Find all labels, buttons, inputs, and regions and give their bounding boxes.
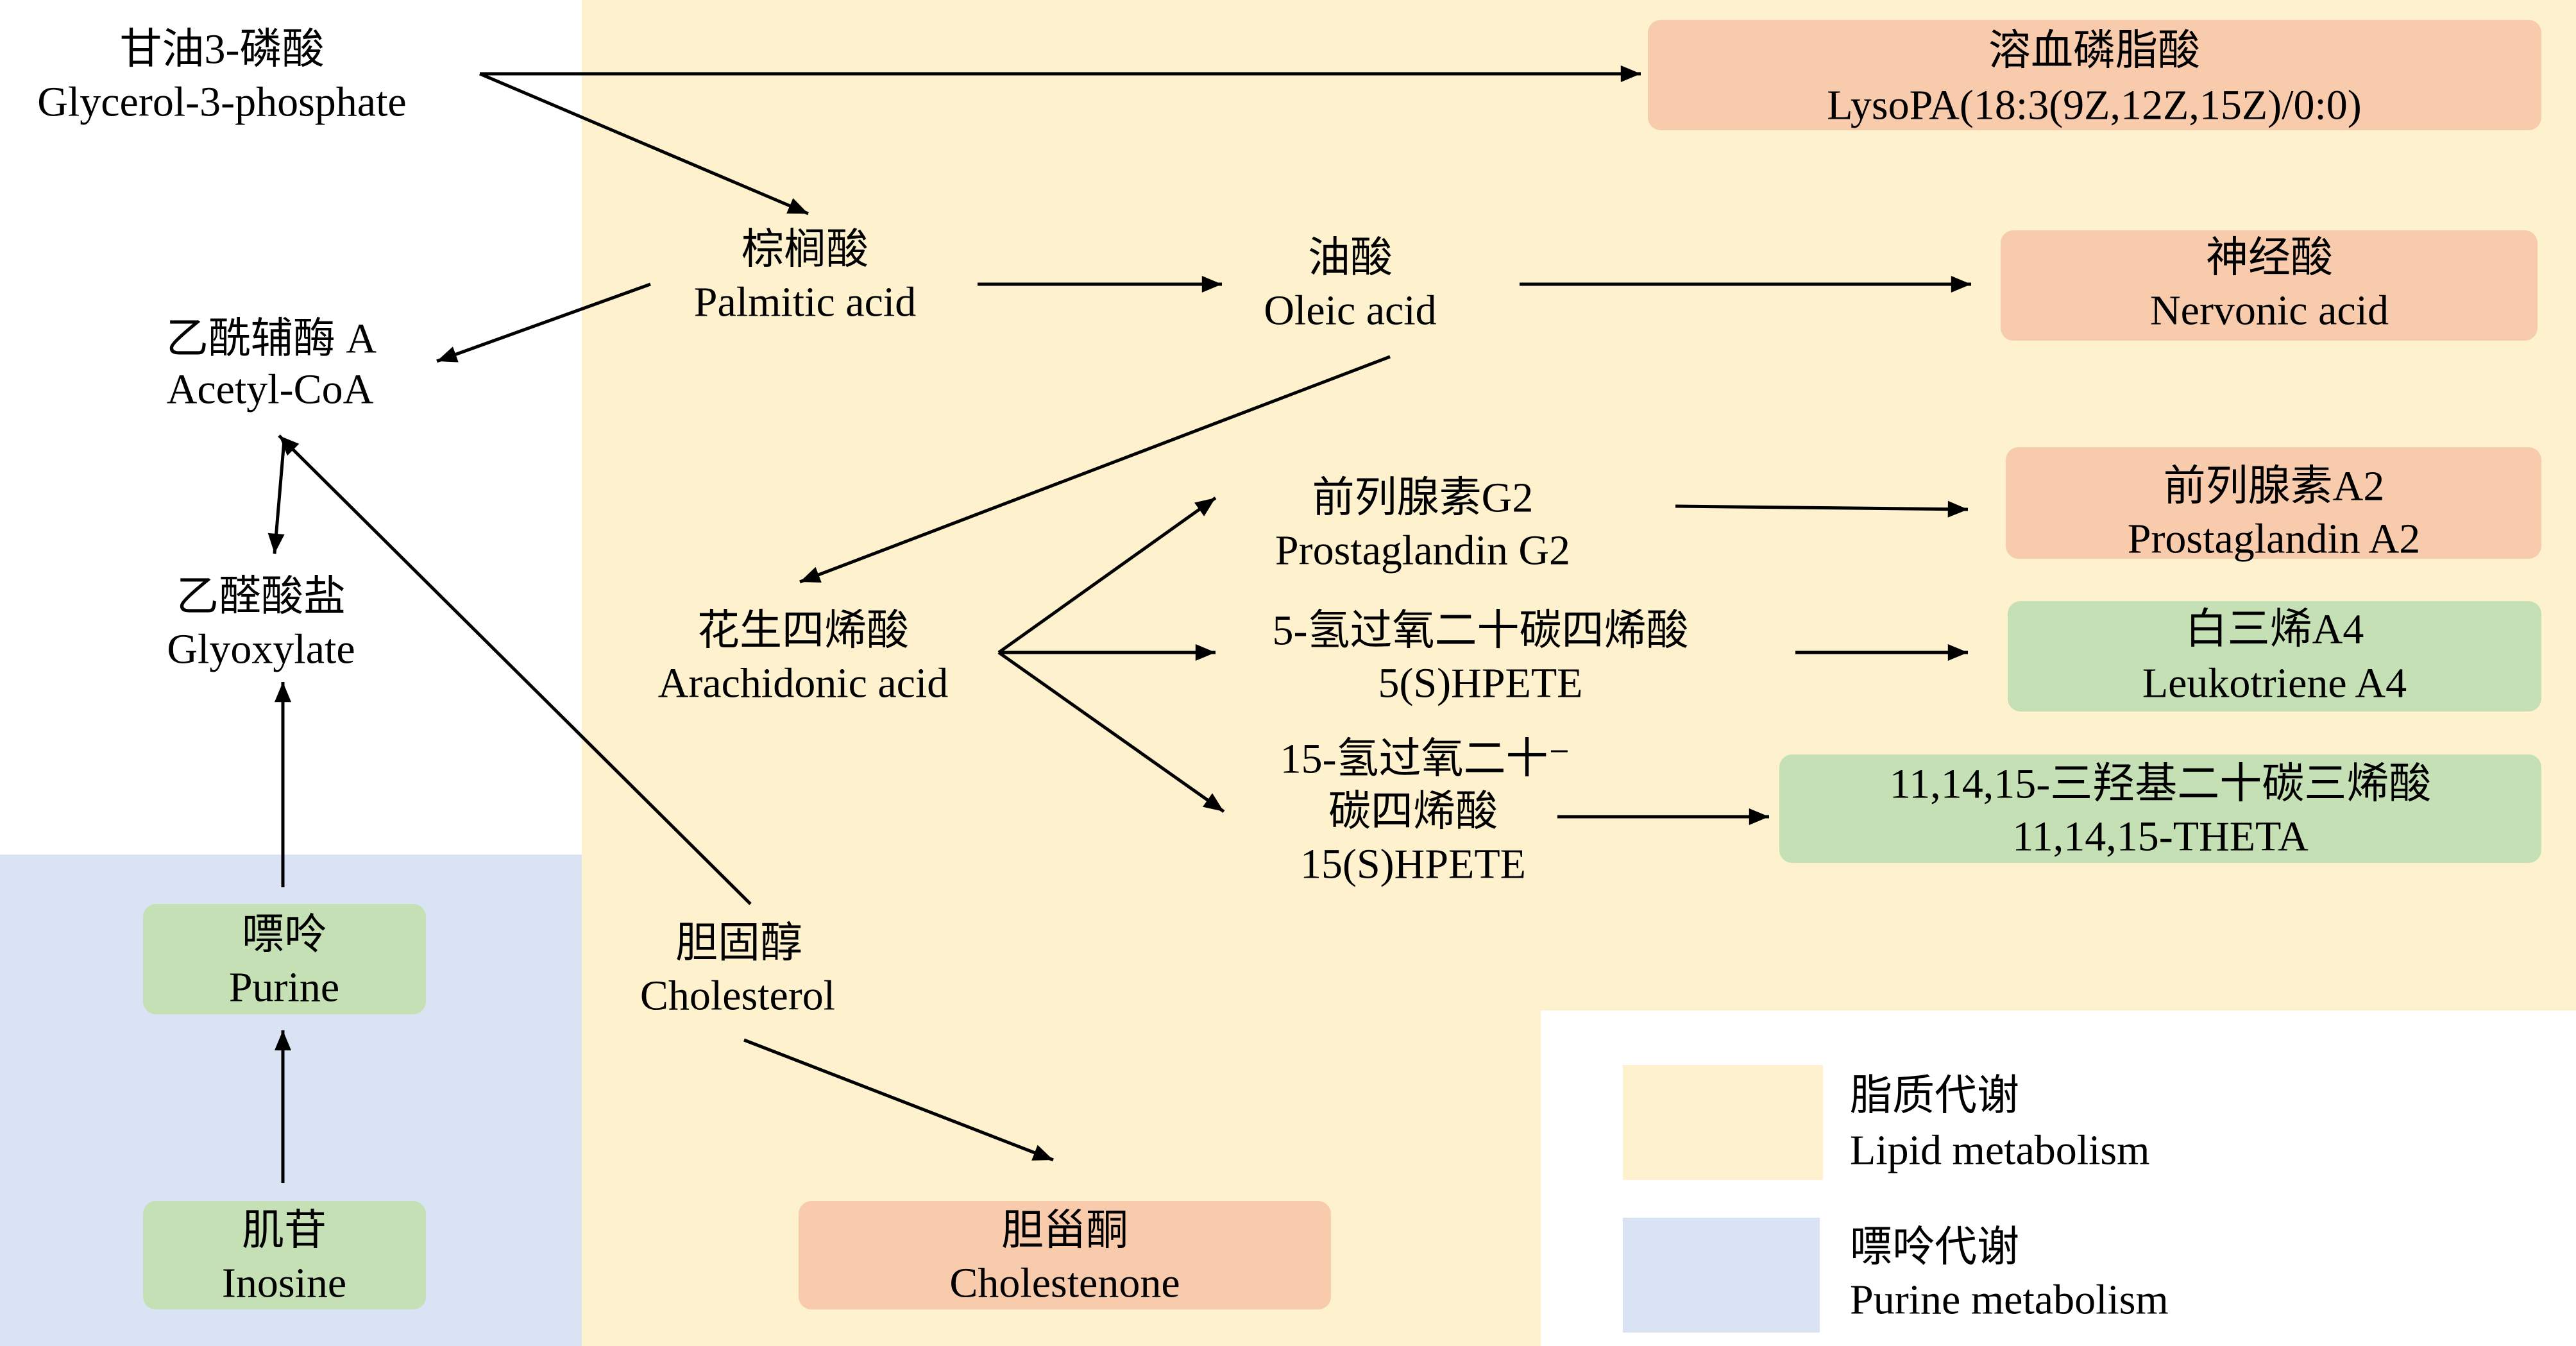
node-lysopa: 溶血磷脂酸 LysoPA(18:3(9Z,12Z,15Z)/0:0) (1827, 28, 2362, 129)
legend-swatch-lipid (1623, 1065, 1823, 1180)
theta-box (1779, 754, 2541, 863)
inosine-box (143, 1201, 426, 1309)
glyoxylate-label-zh: 乙醛酸盐 (176, 574, 346, 620)
node-leukotriene-a4: 白三烯A4 Leukotriene A4 (2142, 606, 2407, 707)
5-hpete-label-zh: 5-氢过氧二十碳四烯酸 (1273, 608, 1689, 654)
arrow-cholesterol-to-cholestenone (743, 1038, 1054, 1162)
arrow-glycerol-to-palmitic-acid (479, 72, 809, 216)
leukotriene-a4-label-en: Leukotriene A4 (2142, 660, 2407, 707)
node-prostaglandin-g2: 前列腺素G2 Prostaglandin G2 (1275, 475, 1570, 574)
cholestenone-label-zh: 胆甾酮 (1001, 1207, 1128, 1254)
legend-label-purine-en: Purine metabolism (1850, 1277, 2169, 1324)
arrow-cholesterol-to-acetyl-coa (278, 434, 752, 905)
prostaglandin-g2-label-zh: 前列腺素G2 (1312, 475, 1534, 522)
lysopa-box (1648, 20, 2541, 130)
arrow-arachidonic-acid-to-15-hpete (997, 651, 1225, 814)
arrows (267, 65, 1971, 1183)
node-cholesterol: 胆固醇 Cholesterol (640, 920, 835, 1019)
glyoxylate-label-en: Glyoxylate (167, 626, 355, 673)
node-5-hpete: 5-氢过氧二十碳四烯酸 5(S)HPETE (1273, 608, 1689, 707)
purine-box (143, 904, 426, 1014)
oleic-acid-label-en: Oleic acid (1264, 287, 1436, 334)
cholesterol-label-zh: 胆固醇 (675, 920, 802, 967)
node-glyoxylate: 乙醛酸盐 Glyoxylate (167, 574, 355, 673)
legend: 脂质代谢 Lipid metabolism 嘌呤代谢 Purine metabo… (1623, 1065, 2169, 1333)
leukotriene-a4-label-zh: 白三烯A4 (2185, 606, 2364, 653)
node-prostaglandin-a2: 前列腺素A2 Prostaglandin A2 (2128, 463, 2421, 563)
arrow-acetyl-coa-to-glyoxylate (267, 439, 286, 554)
5-hpete-label-en: 5(S)HPETE (1378, 660, 1583, 707)
arrow-oleic-acid-to-arachidonic-acid (799, 355, 1391, 584)
legend-swatch-purine (1623, 1218, 1820, 1333)
node-15-hpete: 15-氢过氧二十⁻ 碳四烯酸 15(S)HPETE (1280, 736, 1571, 888)
prostaglandin-a2-box (2006, 447, 2541, 559)
arachidonic-acid-label-en: Arachidonic acid (658, 660, 949, 707)
arrow-prostaglandin-g2-to-prostaglandin-a2 (1675, 500, 1969, 518)
prostaglandin-a2-label-zh: 前列腺素A2 (2164, 463, 2385, 510)
arrow-arachidonic-acid-to-prostaglandin-g2 (997, 496, 1217, 654)
acetyl-coa-label-zh: 乙酰辅酶 A (166, 316, 377, 362)
theta-label-zh: 11,14,15-三羟基二十碳三烯酸 (1890, 761, 2432, 808)
purine-label-zh: 嘌呤 (242, 912, 326, 958)
15-hpete-label-zh-line2: 碳四烯酸 (1328, 788, 1498, 835)
cholesterol-label-en: Cholesterol (640, 973, 835, 1019)
glycerol-3-phosphate-label-zh: 甘油3-磷酸 (120, 26, 325, 73)
arrow-palmitic-acid-to-acetyl-coa (436, 282, 651, 363)
legend-label-lipid-zh: 脂质代谢 (1850, 1073, 2019, 1120)
nervonic-acid-box (2001, 230, 2538, 341)
node-purine: 嘌呤 Purine (229, 912, 339, 1011)
lysopa-label-en: LysoPA(18:3(9Z,12Z,15Z)/0:0) (1827, 82, 2362, 129)
node-theta: 11,14,15-三羟基二十碳三烯酸 11,14,15-THETA (1890, 761, 2432, 860)
prostaglandin-g2-label-en: Prostaglandin G2 (1275, 527, 1570, 574)
theta-label-en: 11,14,15-THETA (2012, 814, 2309, 860)
oleic-acid-label-zh: 油酸 (1308, 235, 1393, 282)
lysopa-label-zh: 溶血磷脂酸 (1988, 28, 2200, 74)
node-inosine: 肌苷 Inosine (222, 1207, 346, 1307)
legend-label-lipid-en: Lipid metabolism (1850, 1127, 2149, 1174)
15-hpete-label-en: 15(S)HPETE (1300, 841, 1526, 888)
arachidonic-acid-label-zh: 花生四烯酸 (697, 608, 909, 654)
node-palmitic-acid: 棕榈酸 Palmitic acid (694, 226, 916, 326)
palmitic-acid-label-zh: 棕榈酸 (741, 226, 869, 273)
node-arachidonic-acid: 花生四烯酸 Arachidonic acid (658, 608, 949, 707)
prostaglandin-a2-label-en: Prostaglandin A2 (2128, 516, 2421, 563)
acetyl-coa-label-en: Acetyl-CoA (167, 366, 374, 413)
palmitic-acid-label-en: Palmitic acid (694, 279, 916, 326)
cholestenone-box (799, 1201, 1331, 1309)
inosine-label-en: Inosine (222, 1260, 346, 1307)
inosine-label-zh: 肌苷 (242, 1207, 326, 1254)
glycerol-3-phosphate-label-en: Glycerol-3-phosphate (37, 79, 406, 126)
node-oleic-acid: 油酸 Oleic acid (1264, 235, 1436, 334)
node-cholestenone: 胆甾酮 Cholestenone (949, 1207, 1180, 1307)
legend-label-purine-zh: 嘌呤代谢 (1850, 1224, 2019, 1271)
node-nervonic-acid: 神经酸 Nervonic acid (2150, 235, 2389, 334)
purine-label-en: Purine (229, 964, 339, 1011)
cholestenone-label-en: Cholestenone (949, 1260, 1180, 1307)
nervonic-acid-label-zh: 神经酸 (2206, 235, 2333, 282)
node-acetyl-coa: 乙酰辅酶 A Acetyl-CoA (166, 316, 377, 413)
15-hpete-label-zh-line1: 15-氢过氧二十⁻ (1280, 736, 1571, 783)
leukotriene-a4-box (2008, 601, 2541, 711)
nervonic-acid-label-en: Nervonic acid (2150, 287, 2389, 334)
node-glycerol-3-phosphate: 甘油3-磷酸 Glycerol-3-phosphate (37, 26, 406, 126)
